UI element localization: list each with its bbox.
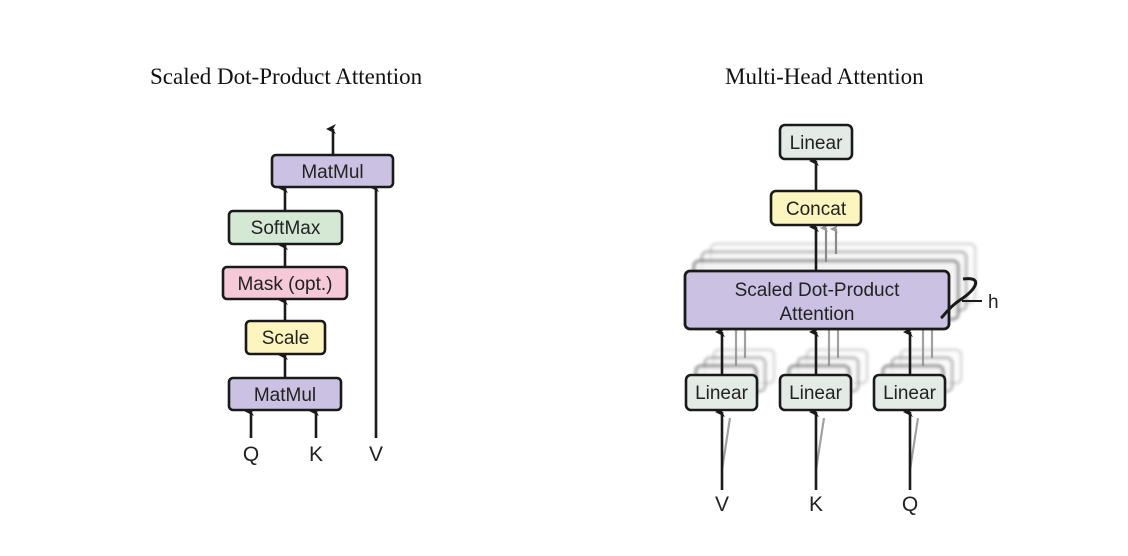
input-q-label: Q bbox=[902, 493, 918, 516]
linear-v-label: Linear bbox=[695, 383, 748, 404]
softmax-label: SoftMax bbox=[251, 218, 321, 239]
heads-label: h bbox=[988, 292, 999, 313]
input-k-label: K bbox=[809, 493, 823, 516]
matmul-top-block: MatMul bbox=[270, 153, 395, 189]
linear-v-block: Linear bbox=[684, 373, 759, 412]
concat-label: Concat bbox=[786, 199, 847, 220]
attention-label-line1: Scaled Dot-Product bbox=[735, 280, 900, 301]
mask-label: Mask (opt.) bbox=[237, 274, 332, 295]
linear-q-label: Linear bbox=[883, 383, 936, 404]
input-v-label: V bbox=[715, 493, 729, 516]
mask-block: Mask (opt.) bbox=[221, 265, 349, 301]
scaled-dot-product-title: Scaled Dot-Product Attention bbox=[150, 64, 423, 89]
heads-brace bbox=[940, 277, 982, 320]
softmax-block: SoftMax bbox=[227, 209, 344, 246]
input-v-label: V bbox=[369, 443, 383, 466]
matmul-top-label: MatMul bbox=[301, 162, 363, 183]
attention-label-line2: Attention bbox=[780, 304, 855, 325]
scale-block: Scale bbox=[244, 319, 327, 356]
attention-block: Scaled Dot-Product Attention bbox=[683, 269, 951, 331]
multi-head-attention-diagram: Linear Concat Scaled Dot-Product Attenti… bbox=[683, 123, 999, 516]
matmul-bottom-label: MatMul bbox=[254, 385, 316, 406]
linear-k-block: Linear bbox=[778, 373, 853, 412]
linear-top-block: Linear bbox=[778, 123, 854, 161]
multi-head-attention-title: Multi-Head Attention bbox=[725, 64, 924, 89]
scale-label: Scale bbox=[262, 328, 310, 349]
input-k-label: K bbox=[309, 443, 323, 466]
concat-block: Concat bbox=[769, 189, 863, 227]
scaled-dot-product-diagram: MatMul SoftMax Mask (opt.) Scale MatMul … bbox=[221, 124, 395, 466]
linear-top-label: Linear bbox=[790, 133, 843, 154]
matmul-bottom-block: MatMul bbox=[227, 376, 343, 412]
linear-q-block: Linear bbox=[872, 373, 947, 412]
input-q-label: Q bbox=[243, 443, 259, 466]
linear-k-label: Linear bbox=[789, 383, 842, 404]
